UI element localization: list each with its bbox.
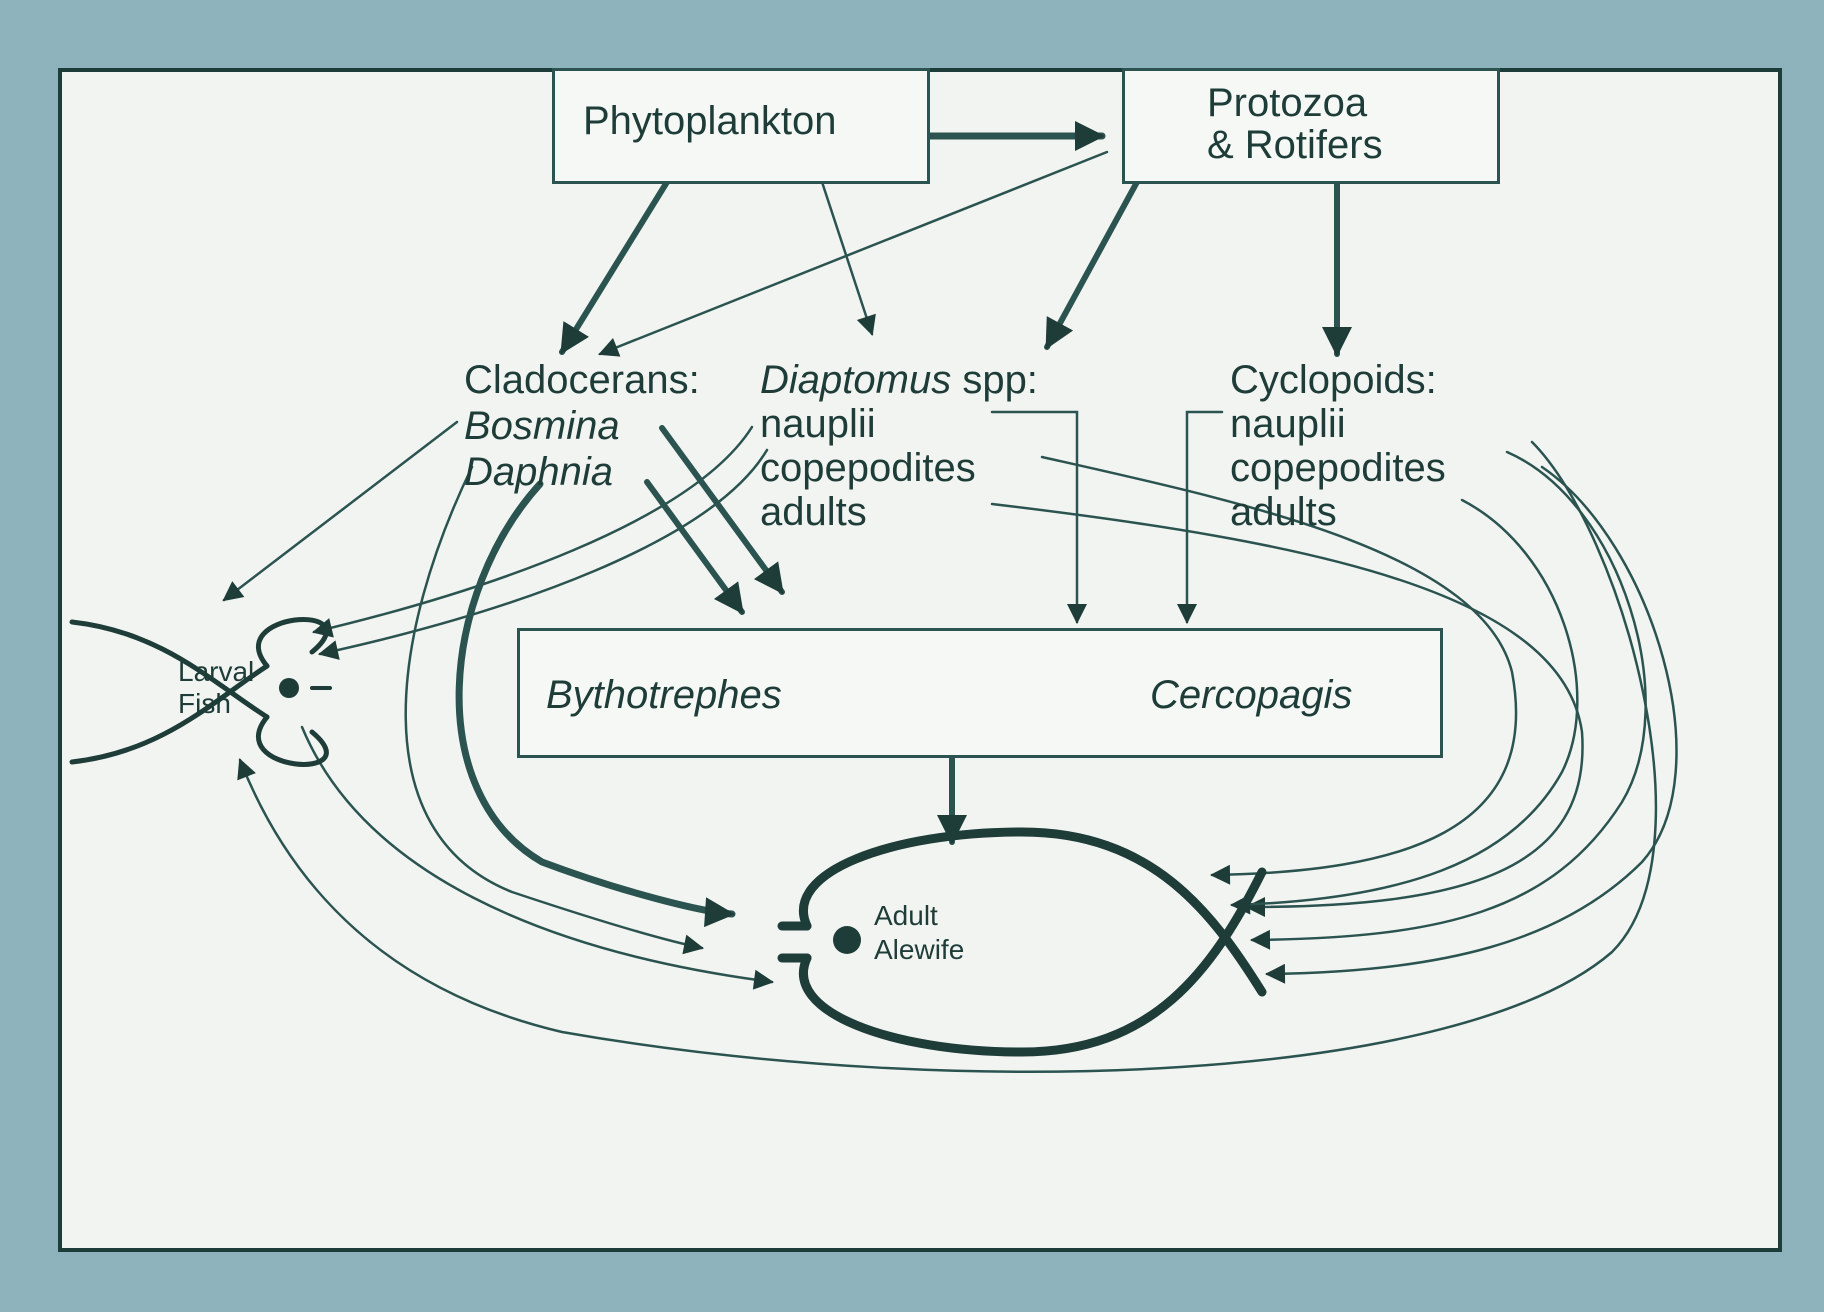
arrow-phyto-to-diaptomus xyxy=(822,182,872,334)
diaptomus-genus: Diaptomus xyxy=(760,358,951,402)
arrow-bosmina-to-larval-fish xyxy=(224,422,457,600)
diaptomus-title: Diaptomus spp: xyxy=(760,358,1038,403)
cyclopoids-copepodites: copepodites xyxy=(1230,446,1446,491)
diagram-panel: Phytoplankton Protozoa & Rotifers Bythot… xyxy=(58,68,1782,1252)
predators-box: Bythotrephes Cercopagis xyxy=(517,628,1443,758)
arrow-cyclopoid-nauplii-to-predators xyxy=(1187,412,1222,622)
protozoa-box: Protozoa & Rotifers xyxy=(1122,68,1500,184)
larval-fish-label-line1: Larval xyxy=(178,656,254,688)
arrow-daphnia-to-predators xyxy=(647,482,742,612)
protozoa-label-line2: & Rotifers xyxy=(1207,123,1383,168)
arrow-phyto-to-cladocerans xyxy=(562,182,667,352)
bosmina-label: Bosmina xyxy=(464,404,620,449)
cladocerans-title: Cladocerans: xyxy=(464,358,700,403)
diaptomus-suffix: spp: xyxy=(951,358,1038,402)
protozoa-label-line1: Protozoa xyxy=(1207,81,1367,126)
diaptomus-adults: adults xyxy=(760,490,867,535)
cyclopoids-adults: adults xyxy=(1230,490,1337,535)
alewife-eye xyxy=(833,926,861,954)
larval-fish-eye xyxy=(279,678,299,698)
bythotrephes-label: Bythotrephes xyxy=(546,673,782,718)
arrow-diaptomus-nauplii-to-predators xyxy=(992,412,1077,622)
cyclopoids-nauplii: nauplii xyxy=(1230,402,1346,447)
phytoplankton-label: Phytoplankton xyxy=(583,99,837,144)
daphnia-label: Daphnia xyxy=(464,450,613,495)
alewife-label-line1: Adult xyxy=(874,900,938,932)
arrow-protozoa-to-diaptomus xyxy=(1047,182,1137,347)
alewife-label-line2: Alewife xyxy=(874,934,964,966)
cercopagis-label: Cercopagis xyxy=(1150,673,1352,718)
phytoplankton-box: Phytoplankton xyxy=(552,68,930,184)
cyclopoids-title: Cyclopoids: xyxy=(1230,358,1437,403)
diaptomus-nauplii: nauplii xyxy=(760,402,876,447)
larval-fish-label-line2: Fish xyxy=(178,688,231,720)
diaptomus-copepodites: copepodites xyxy=(760,446,976,491)
